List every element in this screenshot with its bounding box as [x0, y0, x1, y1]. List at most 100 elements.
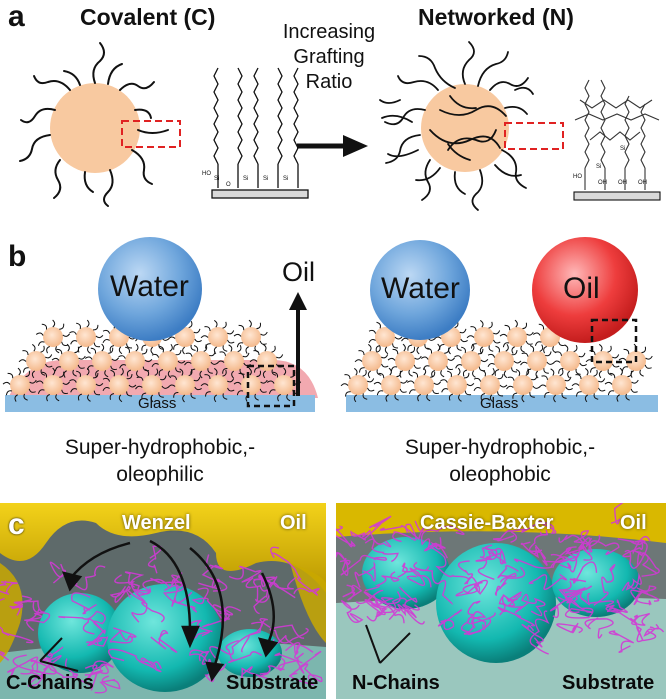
- particle-left-14-chain: [185, 352, 193, 357]
- particle-left-17-chain: [55, 346, 60, 354]
- particle-left-18-chain: [86, 319, 90, 328]
- particle-right-17-chain: [641, 346, 646, 354]
- particle-right-0-chain: [340, 383, 349, 387]
- particle-right-16: [585, 343, 620, 379]
- particle-right-20-chain: [439, 343, 445, 350]
- glass-label-right: Glass: [480, 395, 519, 412]
- particle-left-19-chain: [109, 345, 115, 352]
- particle-right-22: [499, 319, 534, 354]
- particle-right-22-chain: [522, 322, 527, 330]
- particle-right-22-chain: [502, 342, 510, 348]
- particle-left-22-chain: [222, 345, 228, 352]
- particle-right-0-chain: [362, 393, 368, 400]
- particle-right-10-chain: [390, 366, 398, 372]
- particle-left-9-chain: [22, 350, 29, 355]
- particle-left-21-chain: [182, 346, 186, 355]
- particle-right-17-chain: [630, 370, 634, 378]
- particle-left-12-chain: [126, 369, 132, 377]
- particle-left-7-chain: [254, 393, 259, 401]
- n-chains-render: [336, 503, 665, 655]
- particle-left-4-chain: [136, 376, 144, 381]
- particle-left-10-chain: [54, 366, 62, 372]
- particle-right-8-chain: [609, 372, 616, 379]
- sim-oil-right: [336, 503, 666, 543]
- glass-substrate-right: [346, 395, 658, 412]
- particle-right-18-chain: [394, 336, 403, 340]
- sim-oil-right-side: [290, 563, 326, 643]
- particle-left-13-chain: [159, 345, 164, 353]
- glass-label-left: Glass: [138, 395, 177, 412]
- particle-right-22-core: [507, 327, 527, 347]
- grafting-ratio-text: Increasing Grafting Ratio: [254, 20, 404, 95]
- particle-right-2-chain: [432, 389, 440, 395]
- particle-left-5-chain: [170, 375, 177, 380]
- particle-right-14-chain: [529, 345, 535, 353]
- particle-left-14-chain: [193, 345, 199, 353]
- particle-right-12-core: [461, 351, 481, 371]
- particle-left-6-core: [208, 375, 228, 395]
- particle-left-18-chain: [87, 346, 91, 354]
- particle-left-17-chain: [61, 341, 69, 347]
- particle-right-17-chain: [618, 357, 627, 361]
- particle-right-7-chain: [575, 374, 582, 379]
- particle-right-0-core: [348, 375, 368, 395]
- particle-right-6: [538, 368, 573, 403]
- particle-right-6-chain: [553, 394, 557, 403]
- covalent-particle: [19, 42, 181, 207]
- particle-right-15-chain: [575, 368, 581, 375]
- particle-right-20-chain: [433, 336, 442, 340]
- n-chain-strand: [420, 525, 465, 549]
- particle-left-20-chain: [141, 344, 147, 351]
- particle-left-9-chain: [44, 354, 53, 359]
- particle-right-13-chain: [494, 369, 500, 376]
- particle-left-12-chain: [136, 370, 140, 378]
- particle-right-6-chain: [565, 386, 573, 391]
- particle-right-7-chain: [597, 378, 606, 383]
- n-chain-strand: [397, 604, 425, 625]
- c-chains-pointer: [39, 637, 79, 672]
- particle-left-9-chain: [45, 363, 53, 368]
- n-chain-strand: [643, 623, 665, 637]
- left-desc-line-1: Super-hydrophobic,-: [64, 436, 256, 459]
- particle-left-6-chain: [227, 387, 235, 392]
- c-chain-strand: [109, 585, 131, 603]
- particle-right-1: [373, 367, 408, 402]
- wenzel-label: Wenzel: [122, 512, 191, 534]
- n-chain-strand: [528, 573, 568, 591]
- chem-labels-left: HO Si Si Si Si O: [202, 171, 288, 188]
- particle-right-4-chain: [480, 393, 486, 400]
- particle-left-1-chain: [62, 381, 71, 385]
- particle-right-1-chain: [385, 394, 389, 402]
- covalent-brush: [211, 67, 309, 199]
- particle-right-21-chain: [488, 321, 493, 329]
- n-chain-strand: [566, 591, 591, 614]
- particle-right-7-core: [579, 375, 599, 395]
- particle-left-12-chain: [124, 346, 130, 354]
- particle-right-16-chain: [598, 370, 603, 379]
- particle-left-5-chain: [182, 394, 186, 403]
- particle-left-6-chain: [204, 374, 211, 379]
- particle-left-11-chain: [110, 365, 118, 371]
- particle-right-15-core: [560, 351, 580, 371]
- particle-left-5-core: [175, 375, 195, 395]
- particle-right-5-chain: [515, 369, 521, 377]
- particle-right-18-chain: [376, 321, 381, 329]
- c-chain-strand: [288, 663, 323, 686]
- particle-left-17-chain: [59, 323, 65, 330]
- panel-a-letter: a: [8, 0, 25, 33]
- particle-left-1: [35, 367, 71, 402]
- particle-left-4-chain: [158, 392, 164, 398]
- particle-right-9-chain: [354, 359, 363, 363]
- particle-right-9-chain: [376, 345, 381, 353]
- particle-left-8-chain: [268, 389, 276, 394]
- particle-right-9-chain: [359, 367, 365, 373]
- particle-right-4-chain: [489, 394, 494, 403]
- sim-particle-left-2: [107, 584, 223, 692]
- particle-left-23-chain: [259, 340, 267, 345]
- particle-left-10-chain: [77, 364, 85, 369]
- particle-right-10: [387, 343, 422, 378]
- particle-right-2-chain: [406, 380, 415, 384]
- particle-right-6-chain: [550, 368, 555, 376]
- particle-left-2-chain: [95, 383, 104, 387]
- particle-right-3: [440, 367, 475, 402]
